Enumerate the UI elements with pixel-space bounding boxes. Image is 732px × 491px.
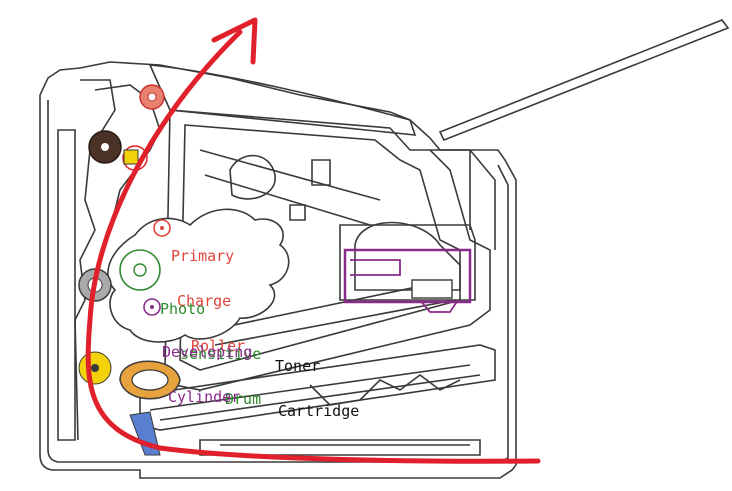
label-line: Roller bbox=[191, 337, 246, 355]
imaging-rollers bbox=[119, 219, 171, 316]
developing-cylinder-icon bbox=[143, 298, 161, 316]
label-line: Cylinder bbox=[168, 388, 241, 406]
developing-cylinder-label: Developing Cylinder bbox=[162, 315, 252, 420]
label-line: Developing bbox=[162, 343, 253, 361]
photosensitive-drum-label: Photo sensitive Drum bbox=[160, 272, 261, 422]
label-line: Drum bbox=[225, 390, 262, 408]
label-line: Cartridge bbox=[278, 402, 360, 420]
primary-charge-roller-label: Primary Charge Roller bbox=[171, 219, 245, 369]
developer-unit bbox=[343, 248, 472, 313]
primary-charge-roller-icon bbox=[153, 219, 171, 237]
fuser-yellow-block bbox=[123, 149, 139, 165]
developer-unit-box bbox=[343, 248, 472, 304]
label-line: sensitive bbox=[180, 345, 262, 363]
toner-cartridge-label: Toner Cartridge bbox=[275, 329, 359, 434]
photosensitive-drum-icon bbox=[119, 249, 161, 291]
printer-housing bbox=[39, 19, 730, 479]
cartridge-interior-highlight bbox=[107, 208, 290, 343]
label-line: Primary bbox=[171, 247, 235, 265]
label-line: Charge bbox=[177, 292, 232, 310]
paper-path-arrow bbox=[85, 17, 541, 464]
label-line: Photo bbox=[160, 300, 206, 318]
developer-block bbox=[411, 279, 453, 299]
label-line: Toner bbox=[275, 357, 321, 375]
